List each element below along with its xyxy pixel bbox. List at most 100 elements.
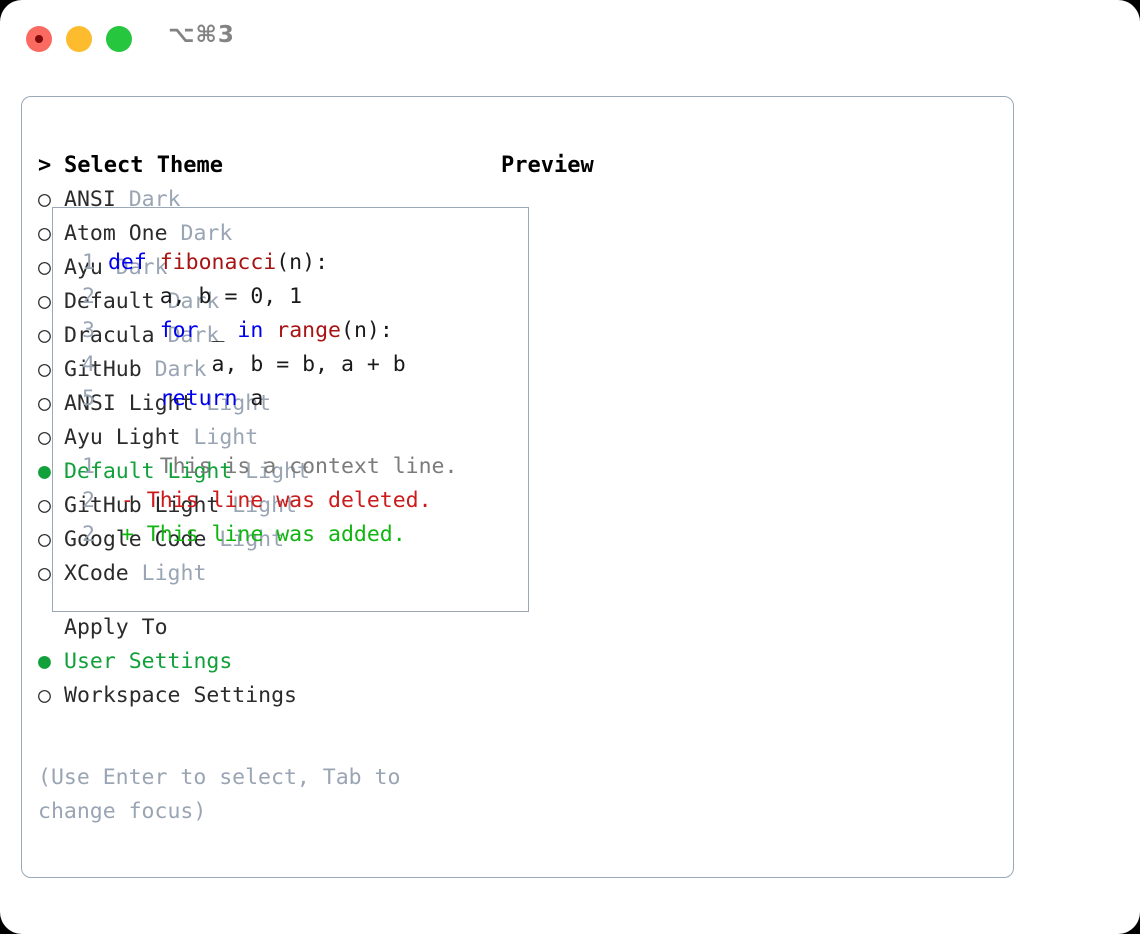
theme-mode-badge: Light <box>141 561 207 586</box>
apply-to-option[interactable]: ○ Workspace Settings <box>38 679 498 713</box>
code-gutter-space <box>95 386 108 411</box>
theme-name-label: Default <box>64 289 168 314</box>
line-number: 5 <box>82 386 95 411</box>
line-number: 2 <box>82 284 95 309</box>
radio-unselected-icon: ○ <box>38 527 51 552</box>
code-token: _ <box>198 318 238 343</box>
radio-unselected-icon: ○ <box>38 561 51 586</box>
code-line: 4 a, b = b, a + b <box>61 348 521 382</box>
theme-name-label: GitHub <box>64 357 155 382</box>
preview-title: Preview <box>501 153 594 178</box>
radio-unselected-icon: ○ <box>38 221 51 246</box>
shortcut-label: ⌥⌘3 <box>168 22 235 48</box>
theme-name-label: Google Code <box>64 527 220 552</box>
theme-mode-badge: Light <box>219 527 285 552</box>
theme-name-label: GitHub Light <box>64 493 233 518</box>
theme-name-label: Ayu <box>64 255 116 280</box>
theme-picker-title: Select Theme <box>64 153 223 178</box>
diff-line: 2 - This line was deleted. <box>61 484 521 518</box>
theme-list-item[interactable]: ○Ayu Dark <box>38 251 498 285</box>
theme-mode-badge: Light <box>206 391 272 416</box>
apply-to-header: Apply To <box>38 611 498 645</box>
prompt-caret-icon: > <box>38 153 52 178</box>
apply-to-list: ●User Settings ○ Workspace Settings <box>38 645 498 713</box>
diff-text: This line was added. <box>133 522 406 547</box>
code-line: 5 return a <box>61 382 521 416</box>
line-number: 4 <box>82 352 95 377</box>
title-bar: ⌥⌘3 <box>0 0 1140 78</box>
line-number: 2 <box>82 488 95 513</box>
apply-to-title: Apply To <box>64 615 168 640</box>
diff-marker <box>95 454 134 479</box>
theme-list-item[interactable]: ● Default Light Light <box>38 455 498 489</box>
theme-list-item[interactable]: ○Atom One Dark <box>38 217 498 251</box>
radio-unselected-icon: ○ <box>38 425 51 450</box>
main-panel: >Select Theme ○ANSI Dark○Atom One Dark○A… <box>21 96 1014 878</box>
keyboard-hint: (Use Enter to select, Tab to change focu… <box>38 765 401 824</box>
theme-name-label: XCode <box>64 561 142 586</box>
theme-name-label: Dracula <box>64 323 168 348</box>
code-line: 2 a, b = 0, 1 <box>61 280 521 314</box>
theme-name-label: Default Light <box>64 459 246 484</box>
theme-list-item[interactable]: ○ Google Code Light <box>38 523 498 557</box>
code-token: return <box>159 386 238 411</box>
code-token <box>108 318 160 343</box>
preview-column: Preview <box>501 149 1001 183</box>
line-number: 1 <box>82 454 95 479</box>
theme-mode-badge: Light <box>245 459 310 484</box>
radio-unselected-icon: ○ <box>38 357 51 382</box>
theme-picker-header: > Select Theme <box>38 149 498 183</box>
theme-list-item[interactable]: ○ANSI Light Light <box>38 387 498 421</box>
code-token: (n): <box>341 318 393 343</box>
line-number: 3 <box>82 318 95 343</box>
diff-text: This line was deleted. <box>133 488 432 513</box>
diff-line: 2 + This line was added. <box>61 518 521 552</box>
code-gutter-space <box>95 250 108 275</box>
theme-mode-badge: Dark <box>154 357 207 382</box>
code-token: a, b = 0, 1 <box>107 284 303 309</box>
code-token: a <box>237 386 264 411</box>
theme-list-item[interactable]: ○GitHub Light Light <box>38 489 498 523</box>
theme-name-label: ANSI Light <box>64 391 207 416</box>
code-token <box>263 318 276 343</box>
diff-marker: - <box>95 488 134 513</box>
code-token: in <box>237 318 264 343</box>
code-diff-separator <box>61 416 521 450</box>
apply-to-label: Workspace Settings <box>64 683 297 708</box>
diff-marker: + <box>95 522 134 547</box>
code-gutter-space <box>95 284 108 309</box>
code-token: def <box>107 250 160 275</box>
line-number: 1 <box>82 250 95 275</box>
code-token: for <box>159 318 199 343</box>
theme-list-item[interactable]: ○ XCode Light <box>38 557 498 591</box>
code-line: 3 for _ in range(n): <box>61 314 521 348</box>
theme-list-item[interactable]: ○ GitHub Dark <box>38 353 498 387</box>
radio-unselected-icon: ○ <box>38 683 51 708</box>
theme-list-item[interactable]: ○ Dracula Dark <box>38 319 498 353</box>
radio-selected-icon: ● <box>38 459 51 484</box>
theme-list-item[interactable]: ○ Ayu Light Light <box>38 421 498 455</box>
theme-mode-badge: Dark <box>167 323 220 348</box>
line-number: 2 <box>82 522 95 547</box>
radio-unselected-icon: ○ <box>38 187 51 212</box>
diff-line: 1 This is a context line. <box>61 450 521 484</box>
theme-mode-badge: Dark <box>115 255 168 280</box>
diff-text: This is a context line. <box>133 454 458 479</box>
maximize-button[interactable] <box>106 26 132 52</box>
theme-name-label: Atom One <box>64 221 181 246</box>
minimize-button[interactable] <box>66 26 92 52</box>
code-token: (n): <box>276 250 329 275</box>
apply-to-option[interactable]: ●User Settings <box>38 645 498 679</box>
theme-list-item[interactable]: ○Default Dark <box>38 285 498 319</box>
code-token: fibonacci <box>159 250 277 275</box>
code-token <box>108 386 160 411</box>
radio-unselected-icon: ○ <box>38 323 51 348</box>
theme-name-label: Ayu Light <box>64 425 194 450</box>
theme-mode-badge: Light <box>193 425 259 450</box>
radio-unselected-icon: ○ <box>38 493 51 518</box>
code-token: a, b = b, a + b <box>107 352 406 377</box>
theme-mode-badge: Dark <box>167 289 220 314</box>
